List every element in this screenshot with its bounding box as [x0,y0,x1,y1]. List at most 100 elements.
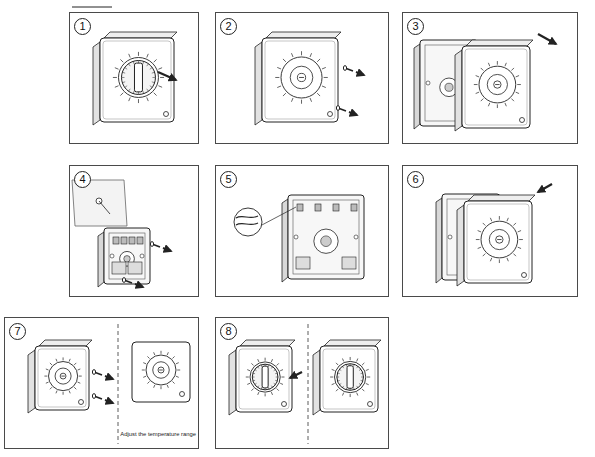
scale-tick [120,59,123,62]
scale-tick [513,254,516,257]
scale-tick [497,61,498,65]
screw-head [122,278,125,283]
scale-tick [336,389,338,391]
scale-tick [251,363,253,365]
knob-groove [339,383,341,384]
mount-hole [294,235,298,239]
scale-tick [476,239,480,240]
scale-tick [63,392,64,395]
knob-groove [359,369,361,370]
scale-tick [44,376,47,377]
dial-shaft [496,236,503,243]
knob-groove [128,64,130,66]
scale-tick [78,382,81,383]
knob-groove [357,366,358,368]
step-panel: 3 [402,12,578,144]
scale-tick [138,52,139,56]
scale-tick [507,258,508,261]
knob-groove [150,67,152,69]
mount-hole [354,235,358,239]
scale-tick [56,391,57,394]
scale-tick [362,389,364,391]
knob-groove [255,383,257,384]
scale-tick [324,77,328,78]
screw-hole [79,400,84,405]
knob-groove [338,372,340,374]
knob-groove [276,377,278,378]
scale-tick [277,67,281,69]
device-top [266,32,341,38]
scale-tick [147,356,149,358]
scale-tick [56,359,57,362]
terminal [137,237,143,244]
wire-detail [234,207,296,236]
step-number: 1 [74,18,91,35]
heading-rule [72,7,112,8]
front-view [132,342,190,402]
scale-tick [481,68,484,71]
scale-tick [310,98,312,102]
scale-tick [172,381,174,383]
scale-tick [50,387,52,389]
scale-tick [74,387,76,389]
terminal [315,204,321,211]
motion-arrow [356,72,364,75]
knob-groove [258,367,259,369]
scale-tick [511,99,514,102]
dial-inner [487,74,507,94]
scale-tick [158,68,162,70]
step-number: 3 [407,18,424,35]
terminal [129,237,135,244]
shaft-slot [159,370,163,371]
plate-face [104,228,150,284]
motion-arrow [105,376,113,379]
scale-tick [277,363,279,365]
scale-tick [317,93,320,96]
device-front [132,342,190,402]
device-side [255,42,262,125]
scale-tick [147,381,149,383]
scale-tick [488,63,489,66]
relay [296,257,310,269]
scale-tick [154,93,157,96]
knob-groove [147,64,149,66]
scale-tick [357,359,358,362]
knob-groove [359,383,361,384]
knob-groove [150,86,152,88]
scale-tick [69,391,70,394]
scale-tick [154,385,155,388]
scale-tick [505,103,506,106]
scale-tick [251,389,253,391]
scale-tick [474,84,478,85]
dial-ring [335,361,366,392]
device-front [464,201,532,283]
scale-tick [511,68,514,71]
knob-grip [262,366,268,388]
knob-groove [337,377,339,378]
plate-sensor-core [124,256,130,262]
scale-tick [246,377,249,378]
dial-ring [250,362,280,392]
screw-hole [164,112,169,117]
motion-arrow [538,184,552,192]
scale-tick [513,223,516,226]
device-side [313,350,320,415]
dial-ring [146,355,176,385]
knob-groove [253,380,255,382]
scale-tick [154,59,157,62]
scale-tick [281,377,284,378]
step-note: Adjust the temperature range [120,431,196,438]
scale-tick [129,97,131,101]
device-front [35,346,89,410]
scale-tick [277,389,279,391]
scale-tick [517,84,521,85]
knob-groove [255,369,257,370]
dial-ring [119,58,159,98]
scale-tick [366,383,369,384]
knob-groove [122,81,125,83]
scale-tick [476,76,479,77]
scale-tick [332,369,335,370]
step-number: 6 [407,171,424,188]
